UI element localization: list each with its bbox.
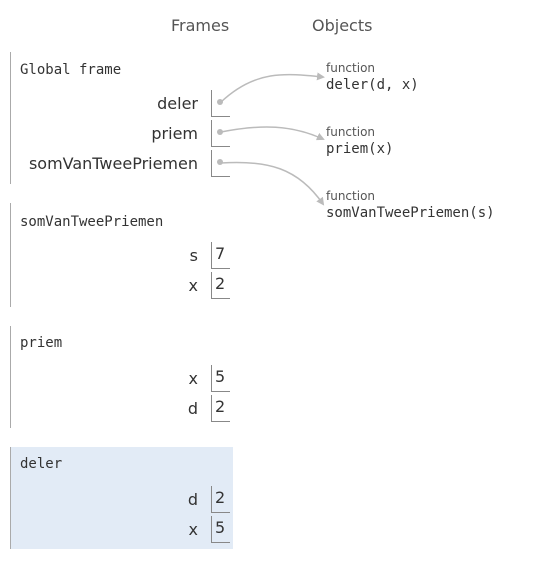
frame-priem: priem x 5 d 2	[10, 326, 233, 428]
objects-header: Objects	[312, 16, 373, 35]
var-pointer-cell	[211, 150, 230, 177]
arrow-somvantweepriemen	[220, 161, 325, 206]
var-value: 2	[215, 397, 226, 416]
var-name-deler: deler	[157, 94, 198, 113]
var-name: d	[187, 490, 198, 509]
arrow-priem	[220, 126, 325, 141]
pointer-dot[interactable]	[217, 99, 223, 105]
function-object-somvantweepriemen[interactable]: function somVanTweePriemen(s)	[326, 188, 495, 222]
frame-deler: deler d 2 x 5	[10, 447, 233, 549]
global-frame: Global frame deler priem somVanTweePriem…	[10, 52, 233, 184]
pointer-dot[interactable]	[217, 129, 223, 135]
var-value-cell: 2	[211, 395, 230, 422]
var-name-priem: priem	[151, 124, 198, 143]
pointer-dot[interactable]	[217, 159, 223, 165]
var-value-cell: 5	[211, 516, 230, 543]
var-value-cell: 2	[211, 272, 230, 299]
var-value-cell: 7	[211, 242, 230, 269]
var-name-somvantweepriemen: somVanTweePriemen	[28, 154, 198, 173]
arrow-deler	[220, 72, 325, 103]
var-value-cell: 5	[211, 365, 230, 392]
var-name: d	[187, 399, 198, 418]
frame-title: priem	[20, 335, 63, 351]
var-name: x	[188, 520, 198, 539]
frame-somvantweepriemen: somVanTweePriemen s 7 x 2	[10, 203, 233, 307]
var-pointer-cell	[211, 90, 230, 117]
object-type-label: function	[326, 61, 376, 75]
var-value: 7	[215, 244, 226, 263]
var-value: 2	[215, 488, 226, 507]
frame-title: Global frame	[20, 62, 122, 78]
var-pointer-cell	[211, 120, 230, 147]
var-name: s	[189, 246, 198, 265]
frames-header: Frames	[171, 16, 230, 35]
function-signature: priem(x)	[326, 141, 394, 157]
function-signature: deler(d, x)	[326, 77, 419, 93]
function-signature: somVanTweePriemen(s)	[326, 205, 495, 221]
var-name: x	[188, 276, 198, 295]
object-type-label: function	[326, 125, 376, 139]
var-value: 5	[215, 367, 226, 386]
function-object-deler[interactable]: function deler(d, x)	[326, 60, 419, 94]
var-name: x	[188, 369, 198, 388]
frame-title: deler	[20, 456, 63, 472]
var-value: 5	[215, 518, 226, 537]
var-value: 2	[215, 274, 226, 293]
frame-title: somVanTweePriemen	[20, 214, 164, 230]
function-object-priem[interactable]: function priem(x)	[326, 124, 393, 158]
var-value-cell: 2	[211, 486, 230, 513]
object-type-label: function	[326, 189, 376, 203]
